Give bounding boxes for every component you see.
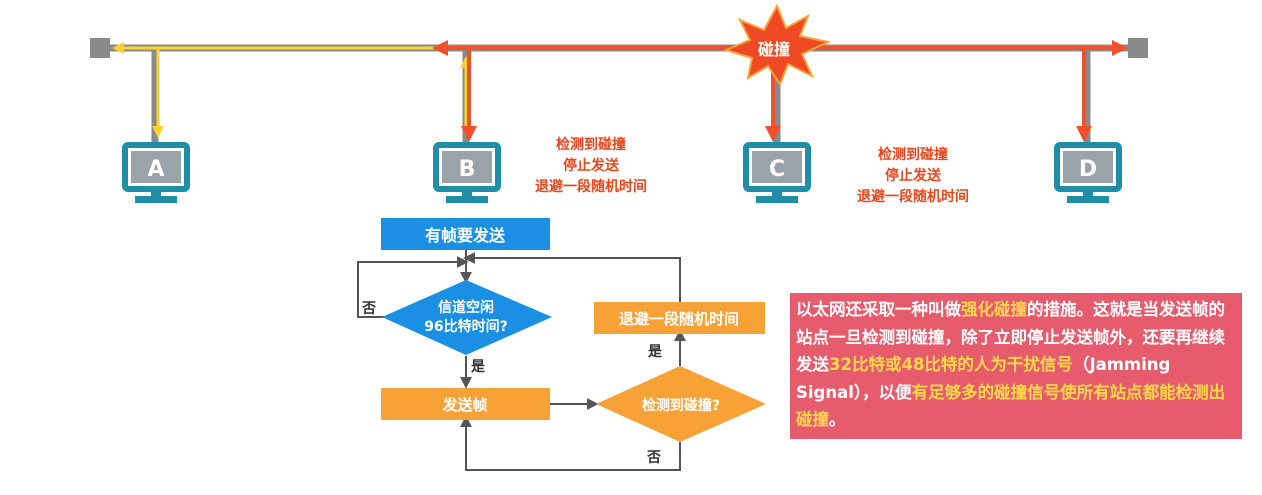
flow-no-label-collision: 否 <box>646 450 661 466</box>
bus-terminator-left <box>90 38 110 58</box>
callout-highlight: 32比特或48比特的人为干扰信号 <box>829 355 1073 374</box>
flow-start-label: 有帧要发送 <box>425 226 506 245</box>
note-line: 检测到碰撞 <box>556 137 626 153</box>
note-line: 退避一段随机时间 <box>857 189 969 205</box>
flow-yes-label-collision: 是 <box>648 344 663 360</box>
note-station-b: 检测到碰撞 停止发送 退避一段随机时间 <box>506 135 676 198</box>
flow-start-node: 有帧要发送 <box>381 218 550 250</box>
flow-idle-label-line2: 96比特时间? <box>424 318 508 335</box>
flow-yes-label-idle: 是 <box>471 359 486 375</box>
note-line: 检测到碰撞 <box>878 147 948 163</box>
callout-text: 的措施。这就是当发送帧的站点一旦检测到碰撞，除了立即停止发送帧外，还要再继续发送 <box>796 300 1225 374</box>
signal-from-b-yellow <box>112 42 472 138</box>
collision-burst: 碰撞 <box>723 3 832 87</box>
callout-highlight: 强化碰撞 <box>961 300 1027 319</box>
station-b: B <box>433 142 501 203</box>
note-line: 停止发送 <box>885 168 941 184</box>
flow-backoff-node: 退避一段随机时间 <box>594 302 765 334</box>
drop-lines <box>151 48 1091 142</box>
collision-label: 碰撞 <box>758 40 790 59</box>
flow-send-node: 发送帧 <box>381 388 550 420</box>
station-c: C <box>743 142 811 203</box>
station-a: A <box>122 142 190 203</box>
collision-star-icon <box>723 3 832 87</box>
flow-connectors <box>357 250 686 471</box>
flow-no-label-idle: 否 <box>361 301 376 317</box>
station-letter: D <box>1079 157 1097 182</box>
station-d: D <box>1054 142 1122 203</box>
flow-collision-decision: 检测到碰撞? <box>596 366 766 442</box>
signal-from-c-red <box>432 40 1128 142</box>
callout-text: （Jamming Signal），以便 <box>796 355 1171 402</box>
bus-terminator-right <box>1128 38 1148 58</box>
flow-backoff-label: 退避一段随机时间 <box>619 310 739 328</box>
callout-text: 。 <box>829 410 846 429</box>
note-line: 退避一段随机时间 <box>535 179 647 195</box>
note-station-c: 检测到碰撞 停止发送 退避一段随机时间 <box>828 145 998 208</box>
flow-collision-label: 检测到碰撞? <box>642 397 720 414</box>
flow-send-label: 发送帧 <box>441 396 487 414</box>
jamming-signal-callout: 以太网还采取一种叫做强化碰撞的措施。这就是当发送帧的站点一旦检测到碰撞，除了立即… <box>790 293 1242 439</box>
note-line: 停止发送 <box>563 158 619 174</box>
flow-idle-decision: 信道空闲 96比特时间? <box>382 280 552 355</box>
flow-idle-label-line1: 信道空闲 <box>438 299 494 316</box>
station-letter: C <box>769 157 785 182</box>
callout-highlight: 有足够多的碰撞信号使所有站点都能检测出碰撞 <box>796 382 1226 430</box>
station-letter: B <box>459 157 476 182</box>
station-letter: A <box>147 157 164 182</box>
callout-text: 以太网还采取一种叫做 <box>796 300 961 319</box>
